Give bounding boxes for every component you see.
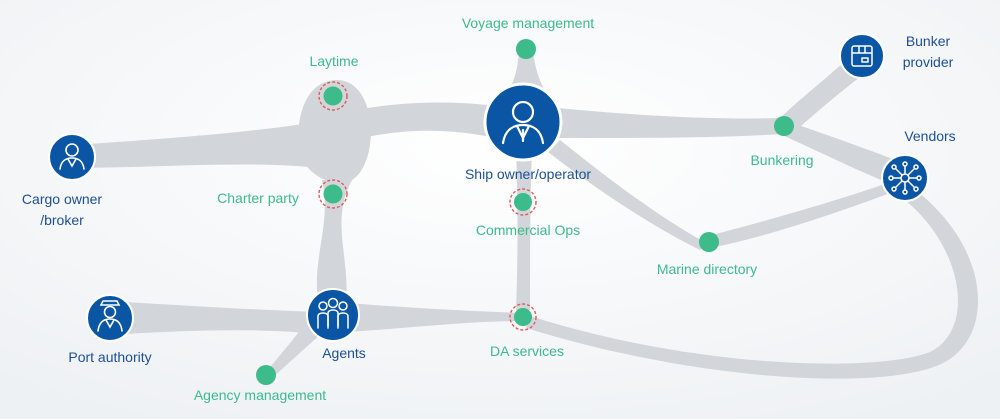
connector-hub-ship: [355, 102, 495, 140]
businessman-icon: [501, 100, 545, 145]
connectors: [72, 50, 979, 379]
label-port-authority: Port authority: [68, 349, 151, 365]
highlight-ring-laytime: [318, 81, 348, 111]
box-icon: [851, 45, 873, 67]
connector-port-agents: [125, 302, 316, 334]
connector-hub-agents: [316, 180, 352, 300]
connector-vendors-da: [526, 192, 979, 379]
connector-bunkering-vendors: [780, 120, 900, 186]
service-dot-laytime[interactable]: [318, 81, 348, 111]
label-marine-directory: Marine directory: [657, 261, 757, 277]
actor-node-agents[interactable]: [306, 288, 360, 342]
actor-node-port-authority[interactable]: [86, 294, 134, 342]
label-da-services: DA services: [490, 343, 564, 359]
connector-hub-lens: [297, 80, 371, 183]
label-laytime: Laytime: [309, 53, 358, 69]
label-vendors: Vendors: [904, 128, 955, 144]
connector-agents-agency: [266, 325, 320, 378]
connector-bunkering-provider: [774, 58, 864, 134]
highlight-ring-da-services: [509, 303, 537, 331]
connector-cargo-hub: [72, 122, 318, 168]
label-ship-owner: Ship owner/operator: [465, 166, 591, 182]
connector-agents-da: [348, 303, 522, 332]
service-dot-marine-directory[interactable]: [699, 232, 719, 252]
highlight-ring-commercial-ops: [509, 188, 537, 216]
actor-node-cargo-owner[interactable]: [48, 133, 96, 181]
actor-node-bunker-provider[interactable]: [839, 33, 885, 79]
connector-ship-da: [516, 148, 532, 310]
label-cargo-owner-line1: Cargo owner: [22, 191, 102, 207]
label-commercial-ops: Commercial Ops: [476, 222, 580, 238]
connector-ship-bunkering: [558, 108, 782, 138]
connector-marine-vendors: [708, 180, 898, 248]
label-agency-management: Agency management: [194, 387, 326, 403]
label-voyage-management: Voyage management: [462, 15, 594, 31]
service-dot-bunkering[interactable]: [774, 116, 794, 136]
network-icon: [888, 161, 922, 195]
label-cargo-owner-line2: /broker: [40, 212, 84, 228]
connector-ship-marine: [548, 140, 708, 250]
label-agents: Agents: [322, 345, 366, 361]
service-dot-agency-management[interactable]: [256, 365, 276, 385]
person-icon: [59, 143, 85, 170]
service-dot-commercial-ops[interactable]: [509, 188, 537, 216]
actor-node-vendors[interactable]: [881, 154, 929, 202]
group-icon: [317, 297, 349, 329]
label-bunkering: Bunkering: [750, 152, 813, 168]
label-bunker-provider-line1: Bunker: [906, 33, 951, 49]
service-dot-charter-party[interactable]: [318, 179, 348, 209]
actor-node-ship-owner[interactable]: [483, 82, 563, 162]
service-dot-voyage-management[interactable]: [516, 39, 536, 59]
label-bunker-provider-line2: provider: [903, 54, 954, 70]
service-dot-da-services[interactable]: [509, 303, 537, 331]
officer-icon: [97, 300, 123, 332]
highlight-ring-charter-party: [318, 179, 348, 209]
label-charter-party: Charter party: [217, 190, 299, 206]
